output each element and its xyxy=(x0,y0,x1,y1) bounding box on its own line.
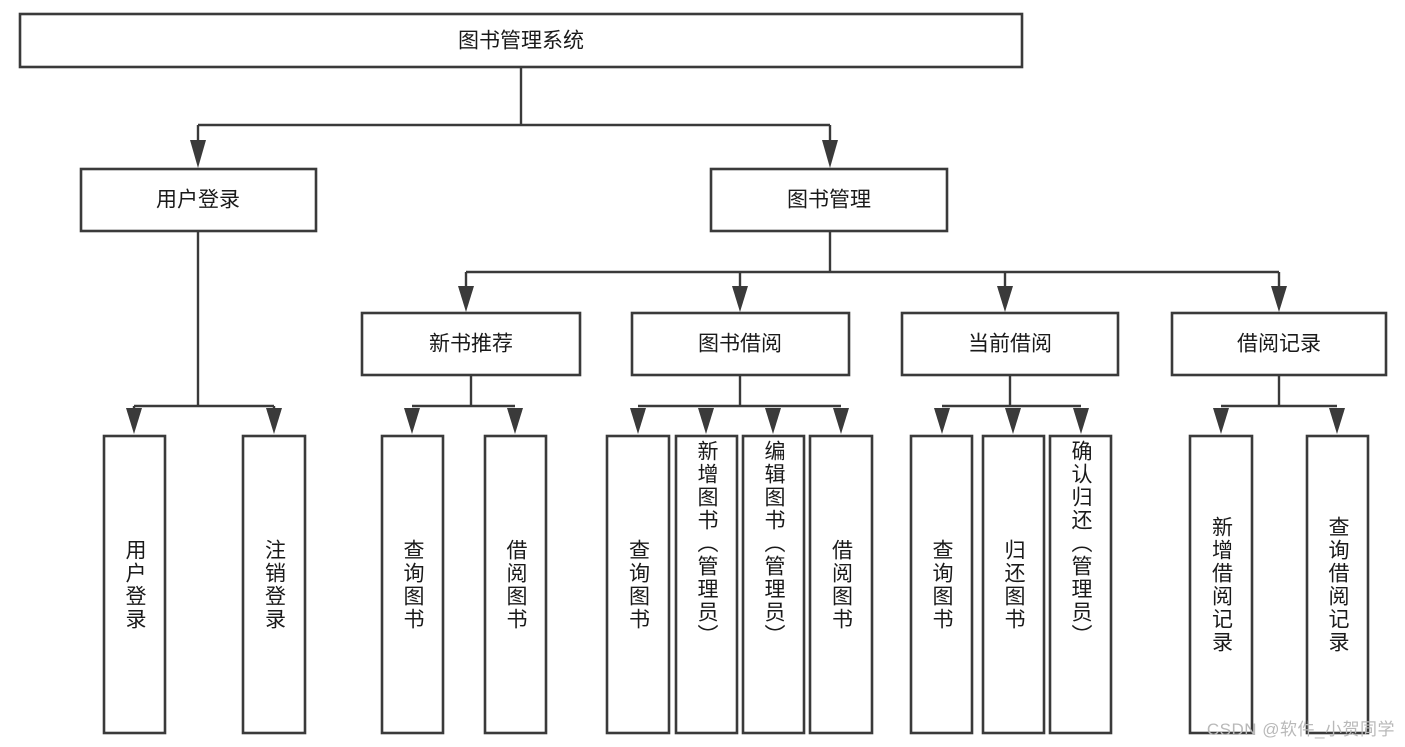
leaf-box-user-login-1[interactable] xyxy=(102,434,167,735)
leaf-box-new-book-2[interactable] xyxy=(483,434,548,735)
leaf-box-user-login-2[interactable] xyxy=(241,434,307,735)
node-new-book-recommend[interactable]: 新书推荐 xyxy=(360,311,582,377)
node-new-book-recommend-label: 新书推荐 xyxy=(429,333,513,356)
node-user-login-label: 用户登录 xyxy=(156,189,240,212)
connector-group-book-manage xyxy=(458,231,1287,312)
arrow-user-leaf-2 xyxy=(266,408,282,434)
leaf-box-book-borrow-3[interactable] xyxy=(741,434,806,735)
node-book-borrow-label: 图书借阅 xyxy=(698,333,782,356)
arrow-book-to-newbook xyxy=(458,286,474,312)
arrow-record-leaf-2 xyxy=(1329,408,1345,434)
connector-group-root xyxy=(190,67,838,168)
node-borrow-record[interactable]: 借阅记录 xyxy=(1170,311,1388,377)
node-user-login-box[interactable] xyxy=(79,167,318,233)
leaf-box-book-borrow-4[interactable] xyxy=(808,434,874,735)
connector-group-book-borrow xyxy=(630,375,849,434)
arrow-bookborrow-leaf-3 xyxy=(765,408,781,434)
arrow-newbook-leaf-2 xyxy=(507,408,523,434)
connector-group-new-book xyxy=(404,375,523,434)
arrow-current-leaf-3 xyxy=(1073,408,1089,434)
leaf-box-borrow-record-1[interactable] xyxy=(1188,434,1254,735)
node-book-manage[interactable]: 图书管理 xyxy=(709,167,949,233)
leaf-group-new-book-recommend xyxy=(380,434,548,735)
leaf-group-user-login xyxy=(102,434,307,735)
node-borrow-record-label: 借阅记录 xyxy=(1237,333,1321,356)
arrow-bookborrow-leaf-1 xyxy=(630,408,646,434)
node-root-label: 图书管理系统 xyxy=(458,30,584,53)
node-new-book-recommend-box[interactable] xyxy=(360,311,582,377)
node-book-borrow[interactable]: 图书借阅 xyxy=(630,311,851,377)
node-user-login[interactable]: 用户登录 xyxy=(79,167,318,233)
leaf-box-current-borrow-1[interactable] xyxy=(909,434,974,735)
leaf-box-borrow-record-2[interactable] xyxy=(1305,434,1370,735)
arrow-newbook-leaf-1 xyxy=(404,408,420,434)
arrow-user-leaf-1 xyxy=(126,408,142,434)
arrow-book-to-borrow xyxy=(732,286,748,312)
leaf-box-current-borrow-3[interactable] xyxy=(1048,434,1113,735)
leaf-box-book-borrow-1[interactable] xyxy=(605,434,671,735)
arrow-current-leaf-2 xyxy=(1005,408,1021,434)
leaf-box-new-book-1[interactable] xyxy=(380,434,445,735)
node-borrow-record-box[interactable] xyxy=(1170,311,1388,377)
node-current-borrow-box[interactable] xyxy=(900,311,1120,377)
leaf-group-book-borrow xyxy=(605,434,874,735)
arrow-book-to-current xyxy=(997,286,1013,312)
arrow-root-to-user xyxy=(190,140,206,168)
node-book-manage-box[interactable] xyxy=(709,167,949,233)
arrow-bookborrow-leaf-2 xyxy=(698,408,714,434)
connector-group-user-login xyxy=(126,231,282,434)
leaf-group-borrow-record xyxy=(1188,434,1370,735)
arrow-record-leaf-1 xyxy=(1213,408,1229,434)
arrow-bookborrow-leaf-4 xyxy=(833,408,849,434)
connector-group-current-borrow xyxy=(934,375,1089,434)
watermark-csdn: CSDN @软件_小贺同学 xyxy=(1206,720,1395,739)
node-root-box[interactable] xyxy=(18,12,1024,69)
arrow-current-leaf-1 xyxy=(934,408,950,434)
leaf-box-current-borrow-2[interactable] xyxy=(981,434,1046,735)
node-book-borrow-box[interactable] xyxy=(630,311,851,377)
arrow-book-to-record xyxy=(1271,286,1287,312)
leaf-box-book-borrow-2[interactable] xyxy=(674,434,739,735)
connector-group-borrow-record xyxy=(1213,375,1345,434)
node-current-borrow-label: 当前借阅 xyxy=(968,333,1052,356)
node-root[interactable]: 图书管理系统 xyxy=(18,12,1024,69)
node-current-borrow[interactable]: 当前借阅 xyxy=(900,311,1120,377)
leaf-group-current-borrow xyxy=(909,434,1113,735)
arrow-root-to-book xyxy=(822,140,838,168)
node-book-manage-label: 图书管理 xyxy=(787,189,871,212)
